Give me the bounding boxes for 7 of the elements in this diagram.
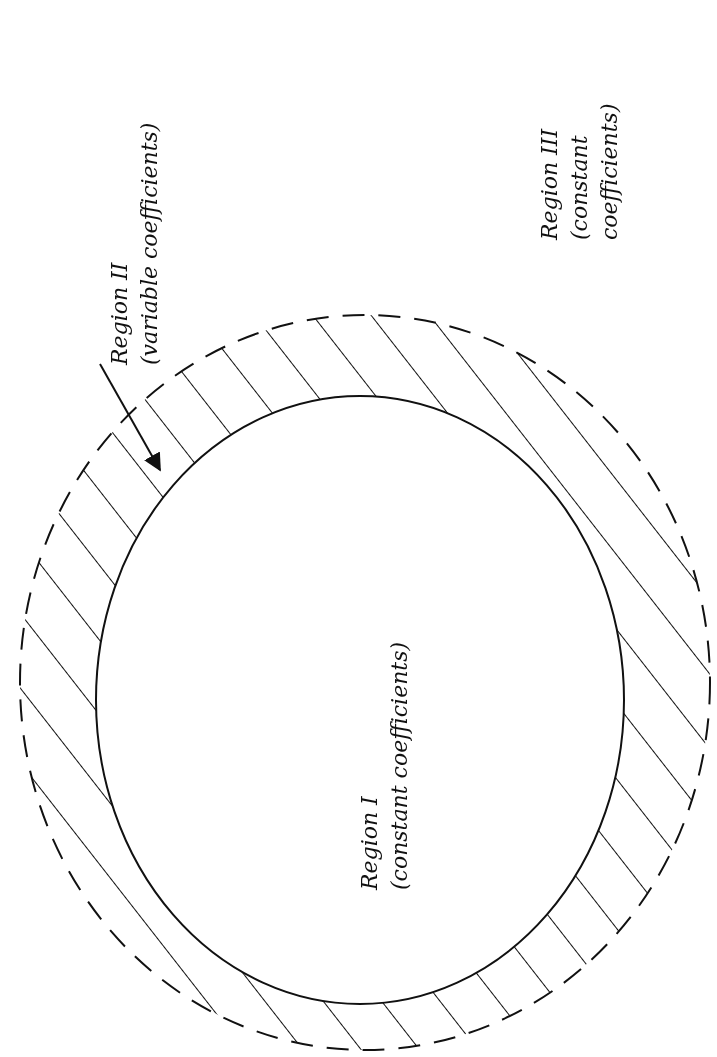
- region-label: Region III: [536, 127, 564, 240]
- region-note: (variable coefficients): [136, 121, 163, 365]
- region-label: (constant coefficients): [566, 102, 623, 240]
- region-title: Region II: [106, 261, 134, 365]
- region-title: Region I: [356, 795, 384, 890]
- region-note: (constant coefficients): [386, 640, 413, 890]
- leader-arrow: [99, 363, 161, 472]
